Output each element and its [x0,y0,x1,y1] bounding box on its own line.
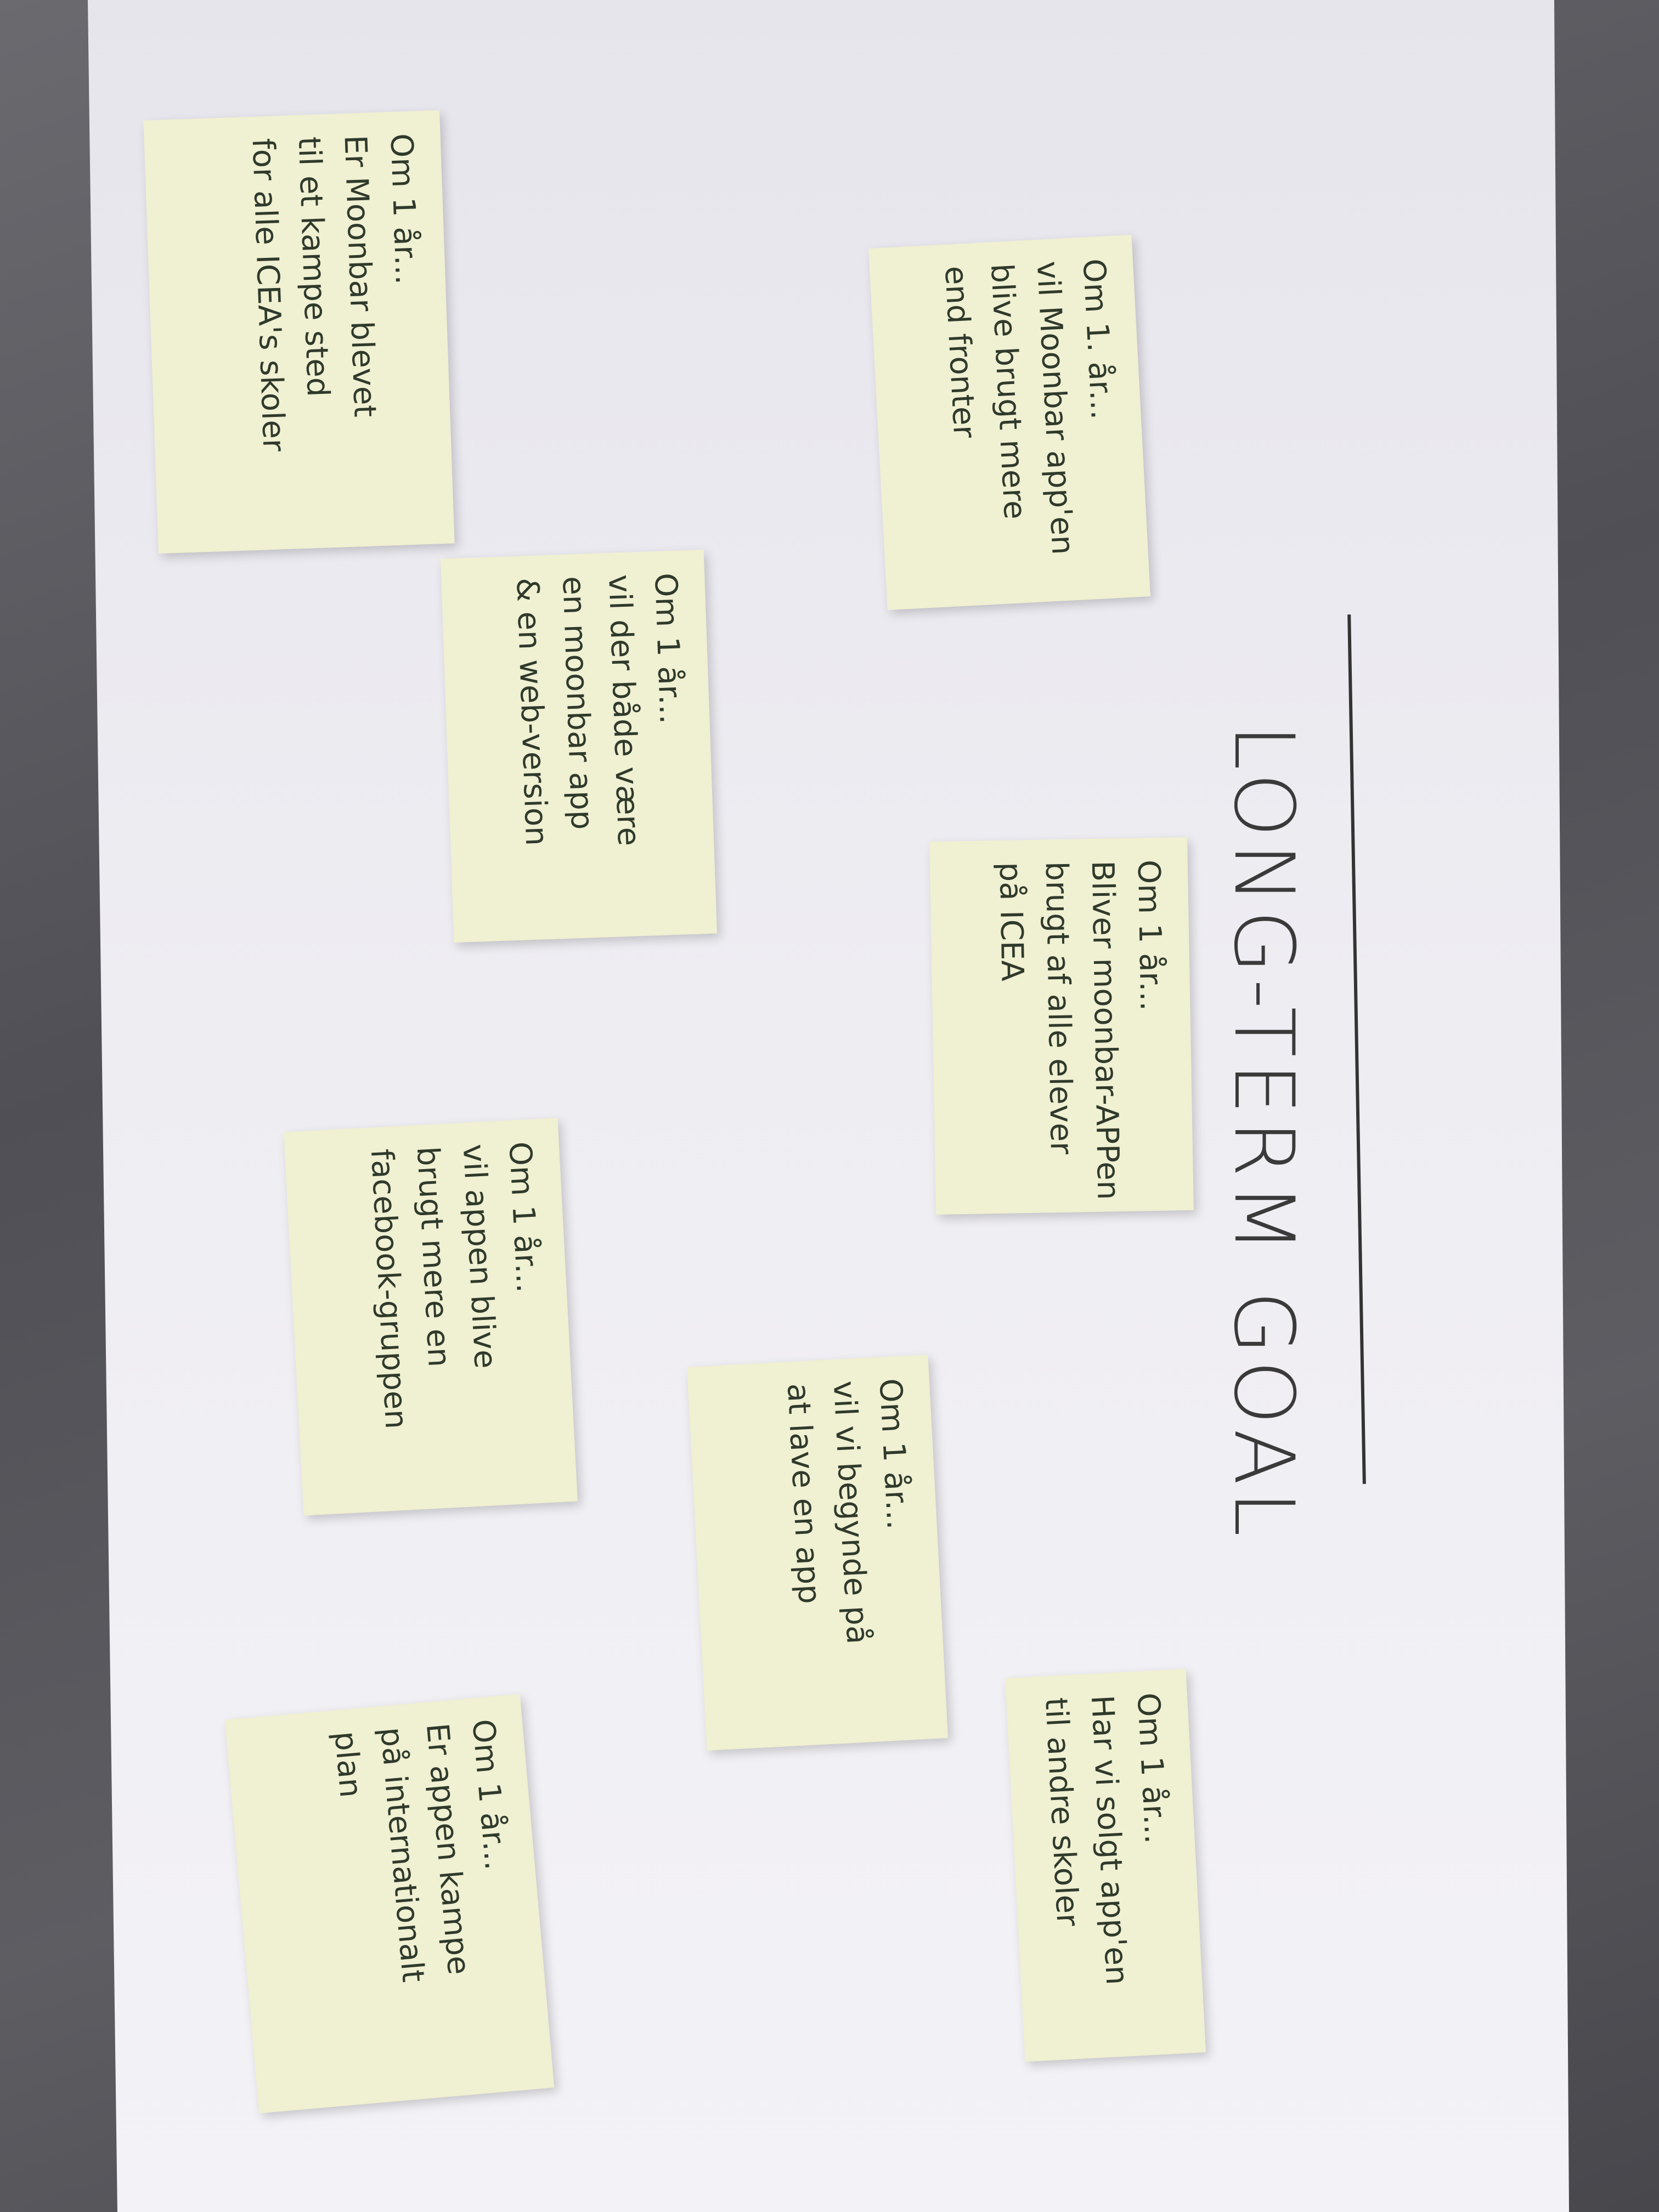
sticky-note: Om 1 år... vil der både være en moonbar … [440,549,718,943]
sticky-note: Om 1 år... vil appen blive brugt mere en… [284,1118,578,1516]
note-line: brugt af alle elever [1038,861,1080,1155]
sticky-note: Om 1 år... Har vi solgt app'en til andre… [1005,1668,1206,2062]
note-heading: Om 1 år... [1130,859,1169,1012]
sticky-note: Om 1 år... Er Moonbar blevet til et kamp… [143,110,455,554]
sticky-note: Om 1 år... Er appen kampe på internation… [224,1694,555,2114]
poster-title: LONG-TERM GOAL [1216,724,1311,1542]
note-line: Bliver moonbar-APPen [1084,860,1126,1200]
note-line: på ICEA [992,862,1030,982]
sticky-note: Om 1 år... Bliver moonbar-APPen brugt af… [929,837,1194,1215]
sticky-note: Om 1 år... vil vi begynde på at lave en … [686,1354,949,1751]
sticky-note: Om 1. år... vil Moonbar app'en blive bru… [868,234,1150,611]
